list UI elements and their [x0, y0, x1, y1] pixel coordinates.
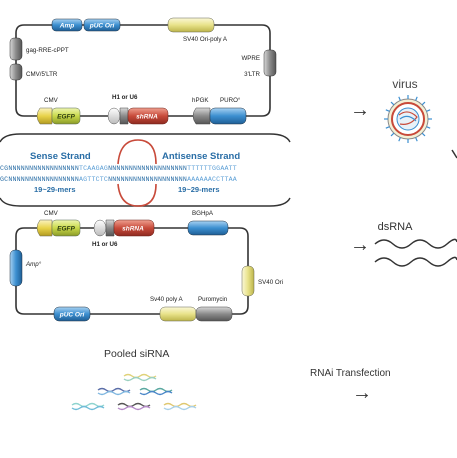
- plasmid-puc-ori-element: pUC Ori: [53, 306, 91, 322]
- hairpin-loop-bottom: [117, 183, 157, 207]
- seq-top-loop: TCAAGAG: [79, 165, 108, 172]
- virus-spike: [398, 137, 401, 142]
- puc-ori-label: pUC Ori: [89, 23, 115, 30]
- virus-spike: [398, 96, 401, 101]
- lentiviral-vector: Amp pUC Ori SV40 Ori-poly A gag-RRE-cPPT…: [9, 17, 277, 125]
- seq-top-tail: TTTTTTGGAATT: [187, 165, 237, 172]
- plasmid-vector: CMV EGFP H1 or U6 shRNA BGHpA Amp° SV40 …: [9, 210, 283, 322]
- amp-element: Amp: [51, 18, 83, 32]
- hpgk-element: hPGK: [192, 97, 211, 125]
- bracket-top: [0, 133, 291, 143]
- wpre-label: WPRE: [241, 55, 260, 62]
- plasmid-amp-label: Amp°: [25, 261, 42, 268]
- plasmid-h1-u6-label: H1 or U6: [92, 241, 118, 248]
- plasmid-puromycin-element: Puromycin: [195, 296, 233, 322]
- sv40-ori-polya-label: SV40 Ori-poly A: [183, 36, 228, 43]
- wpre-element: WPRE 3'LTR: [241, 49, 277, 78]
- pooled-sirna-title: Pooled siRNA: [104, 348, 169, 360]
- plasmid-h1-u6-element: H1 or U6: [92, 219, 118, 248]
- virus-label: virus: [392, 77, 417, 91]
- ltr3-label: 3'LTR: [244, 71, 260, 78]
- plasmid-puc-ori-label: pUC Ori: [59, 312, 85, 319]
- plasmid-egfp-element: EGFP: [51, 219, 81, 237]
- antisense-strand-title: Antisense Strand: [162, 151, 240, 162]
- plasmid-shrna-label: shRNA: [122, 226, 144, 233]
- virus-spike: [390, 101, 395, 106]
- arrow-right-icon-2: →: [350, 234, 370, 256]
- virus-spike: [385, 109, 390, 112]
- virus-spike: [421, 132, 426, 137]
- cmv-ltr-label: CMV/5'LTR: [26, 71, 58, 78]
- sv40-ori-polya-element: SV40 Ori-poly A: [167, 17, 228, 43]
- seq-bot-tail: AAAAAACCTTAA: [187, 176, 237, 183]
- partial-arrow-icon: [451, 149, 457, 159]
- hairpin-loop-top: [117, 139, 157, 165]
- seq-top-left: CGNNNNNNNNNNNNNNNNN: [0, 165, 79, 172]
- sirna-wave-icons: [71, 373, 197, 411]
- virus-spike: [421, 101, 426, 106]
- seq-top-right: NNNNNNNNNNNNNNNNNNN: [108, 165, 187, 172]
- mers-left: 19~29-mers: [34, 185, 76, 194]
- puro-element: PURO°: [209, 97, 247, 125]
- virus-spike: [390, 132, 395, 137]
- dsrna-icon: [374, 238, 457, 267]
- gag-rre-label: gag-RRE-cPPT: [26, 47, 69, 54]
- sense-strand-title: Sense Strand: [30, 151, 91, 162]
- virus-spike: [385, 126, 390, 129]
- pooled-sirna-section: Pooled siRNA: [71, 348, 197, 411]
- plasmid-sv40-ori-label: SV40 Ori: [258, 279, 283, 286]
- plasmid-sv40-polya-label: Sv40 poly A: [150, 296, 184, 303]
- amp-label: Amp: [59, 23, 74, 30]
- plasmid-sv40-ori-element: SV40 Ori: [241, 265, 283, 297]
- arrow-right-icon-1: →: [350, 99, 370, 121]
- virus-spike: [426, 109, 431, 112]
- plasmid-bghpa-element: BGHpA: [187, 210, 229, 236]
- plasmid-egfp-label: EGFP: [57, 226, 75, 233]
- egfp-element: EGFP: [51, 107, 81, 125]
- cmv-element: CMV: [36, 97, 59, 125]
- plasmid-cmv-label: CMV: [44, 210, 59, 217]
- plasmid-sv40-polya-element: Sv40 poly A: [150, 296, 197, 322]
- seq-bot-left: GCNNNNNNNNNNNNNNNNN: [0, 176, 79, 183]
- mers-right: 19~29-mers: [178, 185, 220, 194]
- plasmid-cmv-element: CMV: [36, 210, 59, 237]
- bracket-bottom: [0, 197, 291, 207]
- shrna-label: shRNA: [136, 114, 158, 121]
- virus-spike: [415, 96, 418, 101]
- seq-bot-loop: AGTTCTC: [79, 176, 108, 183]
- h1-u6-element: H1 or U6: [107, 94, 138, 125]
- virus-spike: [415, 137, 418, 142]
- cmv-ltr-element: CMV/5'LTR: [9, 63, 58, 81]
- shrna-element: shRNA: [127, 107, 169, 125]
- sequence-bottom: GCNNNNNNNNNNNNNNNNNAGTTCTCNNNNNNNNNNNNNN…: [0, 176, 237, 183]
- cmv-label: CMV: [44, 97, 59, 104]
- strand-section: Sense Strand Antisense Strand CGNNNNNNNN…: [0, 133, 291, 207]
- lentiviral-backbone: [15, 24, 271, 117]
- virus-spike: [426, 126, 431, 129]
- rnai-transfection-label: RNAi Transfection: [310, 368, 391, 379]
- gag-rre-element: gag-RRE-cPPT: [9, 37, 69, 61]
- right-panel: → → → virus dsRNA RNAi Transfection: [310, 77, 457, 404]
- virus-icon: [384, 95, 432, 143]
- plasmid-backbone: [15, 227, 249, 315]
- h1-u6-label: H1 or U6: [112, 94, 138, 101]
- arrow-right-icon-3: →: [352, 382, 372, 404]
- hpgk-label: hPGK: [192, 97, 209, 104]
- seq-bot-right: NNNNNNNNNNNNNNNNNNN: [108, 176, 187, 183]
- sequence-top: CGNNNNNNNNNNNNNNNNNTCAAGAGNNNNNNNNNNNNNN…: [0, 165, 237, 172]
- puro-label: PURO°: [220, 97, 241, 104]
- plasmid-amp-element: Amp°: [9, 249, 42, 287]
- plasmid-shrna-element: shRNA: [113, 219, 155, 237]
- dsrna-label: dsRNA: [378, 221, 414, 233]
- plasmid-bghpa-label: BGHpA: [192, 210, 214, 217]
- plasmid-puromycin-label: Puromycin: [198, 296, 228, 303]
- egfp-label: EGFP: [57, 114, 75, 121]
- puc-ori-element: pUC Ori: [83, 18, 121, 32]
